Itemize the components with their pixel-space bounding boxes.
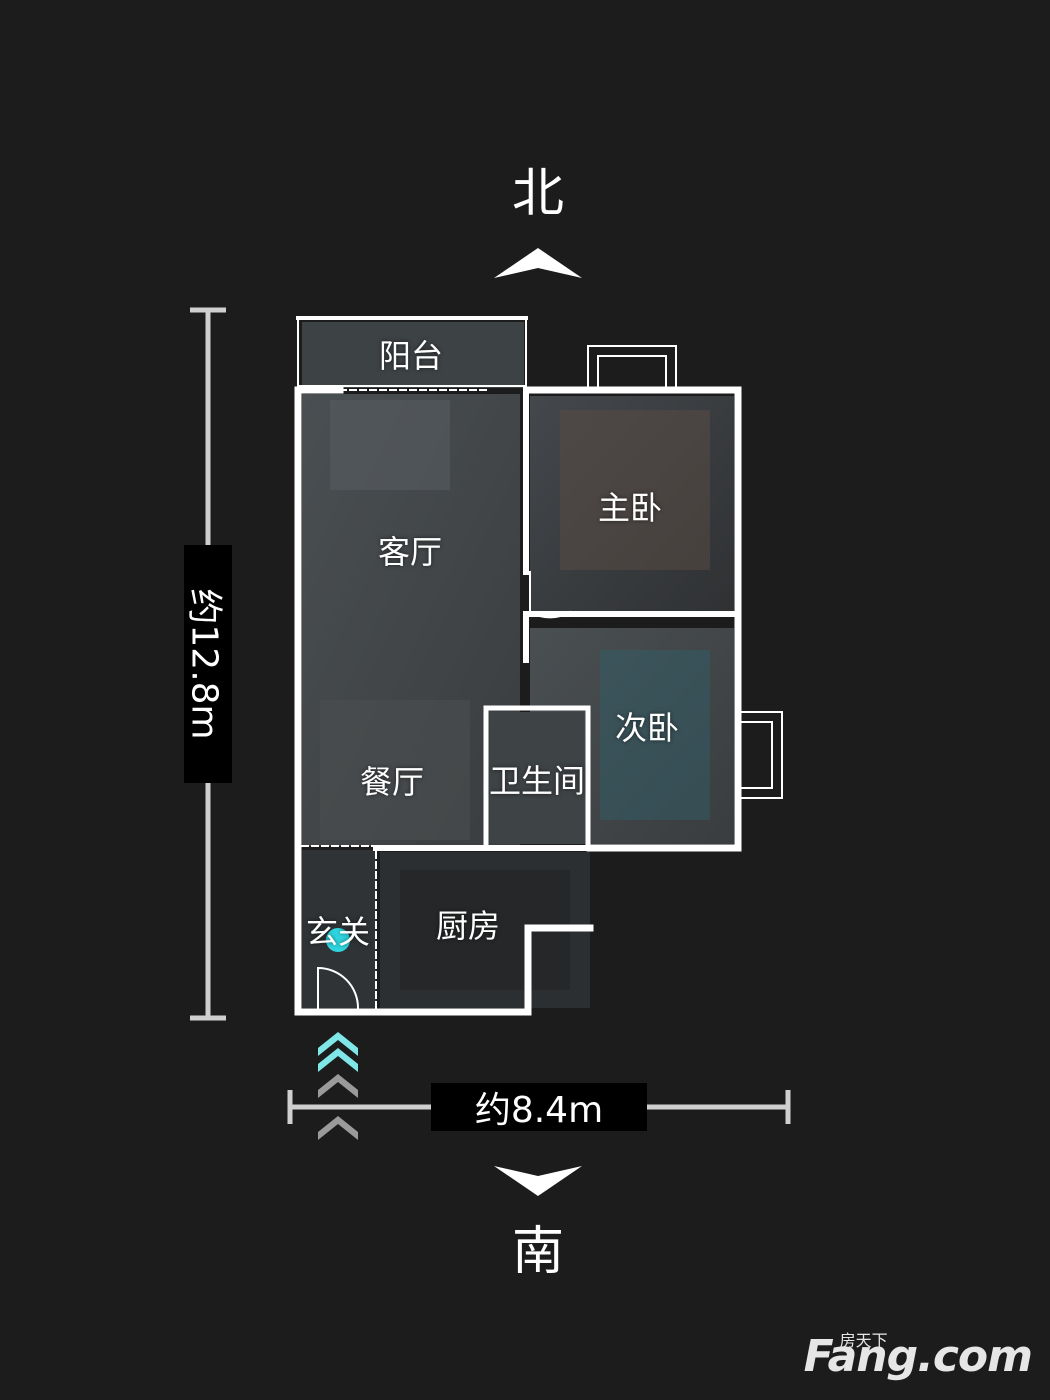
room-label-foyer: 玄关 — [305, 913, 371, 951]
width-dimension-label: 约8.4m — [431, 1083, 647, 1131]
room-label-living-room: 客厅 — [377, 533, 443, 571]
room-fills — [302, 322, 734, 1008]
room-label-bathroom: 卫生间 — [488, 762, 586, 800]
chevron-up-icon — [494, 248, 582, 278]
chevron-down-icon — [494, 1166, 582, 1196]
room-label-dining-room: 餐厅 — [359, 763, 425, 801]
watermark-logo: 房天下 Fang.com — [803, 1331, 1033, 1382]
room-label-second-bedroom: 次卧 — [614, 709, 680, 747]
walls — [294, 316, 783, 1016]
room-label-master-bedroom: 主卧 — [597, 489, 663, 527]
north-label: 北 — [511, 164, 565, 224]
height-dimension-line — [190, 307, 226, 1021]
south-label: 南 — [511, 1222, 565, 1282]
position-dot-icon — [326, 928, 350, 952]
room-label-kitchen: 厨房 — [435, 907, 501, 945]
height-dimension-label: 约12.8m — [184, 545, 232, 783]
watermark-small-text: 房天下 — [839, 1331, 888, 1350]
watermark-big-text: Fang.com — [803, 1331, 1033, 1382]
room-label-balcony: 阳台 — [378, 337, 444, 375]
width-dimension-line — [287, 1090, 791, 1124]
height-dimension-text: 约12.8m — [184, 588, 226, 740]
double-chevron-up-icon — [318, 1032, 358, 1140]
